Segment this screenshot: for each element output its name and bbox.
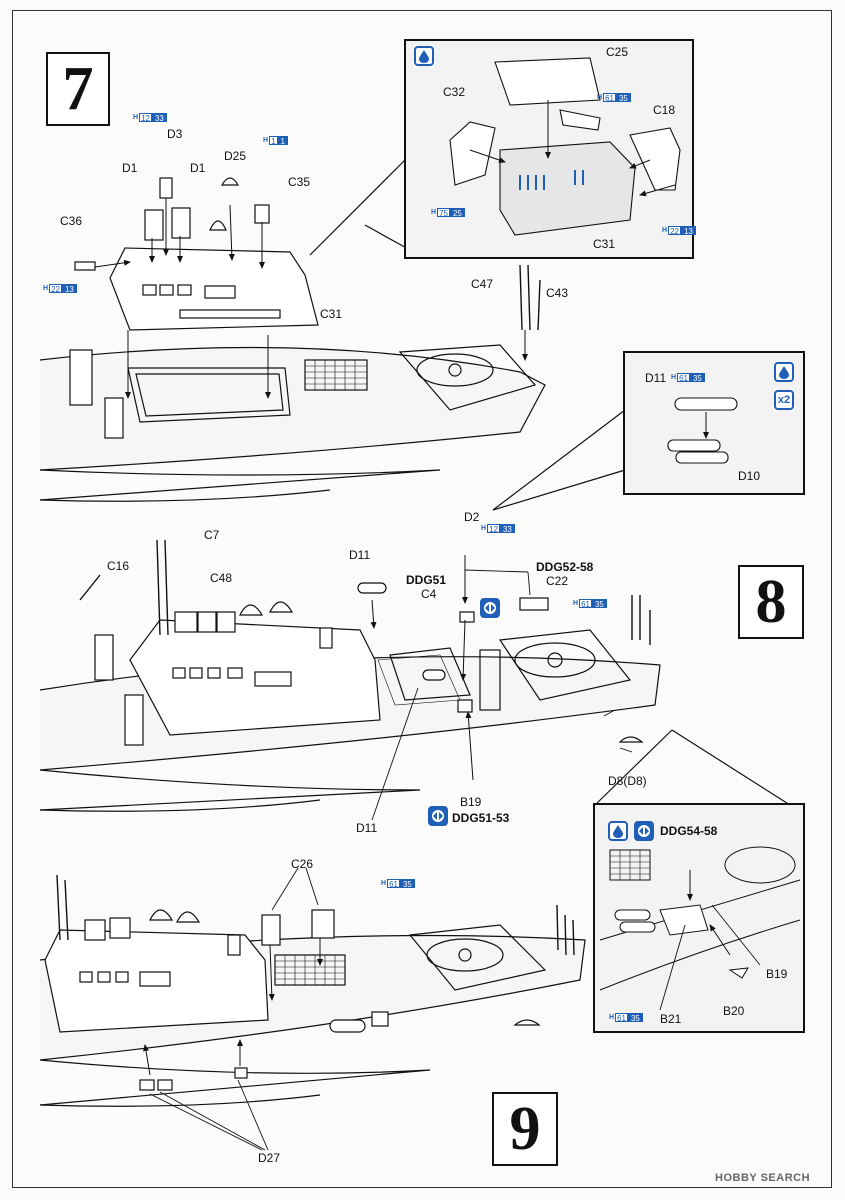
step-8-number: 8: [738, 565, 804, 639]
label-c26: C26: [291, 857, 314, 871]
page-frame: [12, 10, 832, 1188]
alternate-option-icon: [428, 806, 448, 826]
label-ddg51-53: DDG51-53: [452, 811, 510, 825]
step7-hull: [39, 344, 546, 502]
step-7-number: 7: [46, 52, 110, 126]
inset7-label-c25: C25: [606, 45, 629, 59]
label-c36: C36: [60, 214, 83, 228]
step9-inset: [593, 803, 805, 1033]
step8-callout: [492, 409, 626, 511]
step9-arrows: [143, 938, 323, 1076]
label-c43: C43: [546, 286, 569, 300]
step9-superstructure: [44, 909, 541, 1091]
cement-drop-icon: [414, 46, 434, 66]
inset7-label-c18: C18: [653, 103, 676, 117]
inset9-label-b19: B19: [766, 967, 788, 981]
label-ddg51: DDG51: [406, 573, 447, 587]
label-d1-right: D1: [190, 161, 206, 175]
label-c16: C16: [107, 559, 130, 573]
inset8-label-d10: D10: [738, 469, 761, 483]
label-d11-top: D11: [349, 548, 371, 562]
step7-callout: [309, 154, 411, 256]
label-b19-step8: B19: [460, 795, 482, 809]
step7-superstructure: [74, 177, 319, 331]
step9-callout: [594, 729, 791, 806]
watermark: HOBBY SEARCH: [715, 1172, 811, 1184]
step7-masts: [519, 264, 541, 331]
step-9-number: 9: [492, 1092, 558, 1166]
inset8-label-d11: D11: [645, 371, 667, 385]
label-c4: C4: [421, 587, 437, 601]
label-d3: D3: [167, 127, 183, 141]
step7-inset: [404, 39, 694, 259]
label-c31-main: C31: [320, 307, 343, 321]
step7-arrows: [94, 198, 528, 399]
label-c22: C22: [546, 574, 569, 588]
step8-superstructure: [94, 582, 644, 746]
step8-arrows: [370, 555, 474, 781]
inset9-label-b20: B20: [723, 1004, 745, 1018]
quantity-x2-icon: x2: [774, 390, 794, 410]
label-ddg54-58: DDG54-58: [660, 824, 718, 838]
alternate-option-icon: [480, 598, 500, 618]
label-ddg52-58: DDG52-58: [536, 560, 594, 574]
cement-drop-icon: [774, 362, 794, 382]
label-d2: D2: [464, 510, 480, 524]
inset7-label-c32: C32: [443, 85, 466, 99]
label-d27: D27: [258, 1151, 281, 1165]
label-d11-bottom: D11: [356, 821, 378, 835]
label-d8: D8(D8): [608, 774, 647, 788]
label-c47: C47: [471, 277, 494, 291]
step9-leader-lines: [149, 867, 319, 1151]
label-c48: C48: [210, 571, 233, 585]
label-c7: C7: [204, 528, 220, 542]
step8-leader-lines: [371, 569, 633, 821]
step9-masts: [56, 874, 575, 956]
cement-drop-icon: [608, 821, 628, 841]
inset7-label-c31: C31: [593, 237, 616, 251]
label-d25: D25: [224, 149, 247, 163]
inset9-label-b21: B21: [660, 1012, 682, 1026]
step8-masts: [79, 539, 651, 645]
label-c35: C35: [288, 175, 311, 189]
label-d1-left: D1: [122, 161, 138, 175]
alternate-option-icon: [634, 821, 654, 841]
